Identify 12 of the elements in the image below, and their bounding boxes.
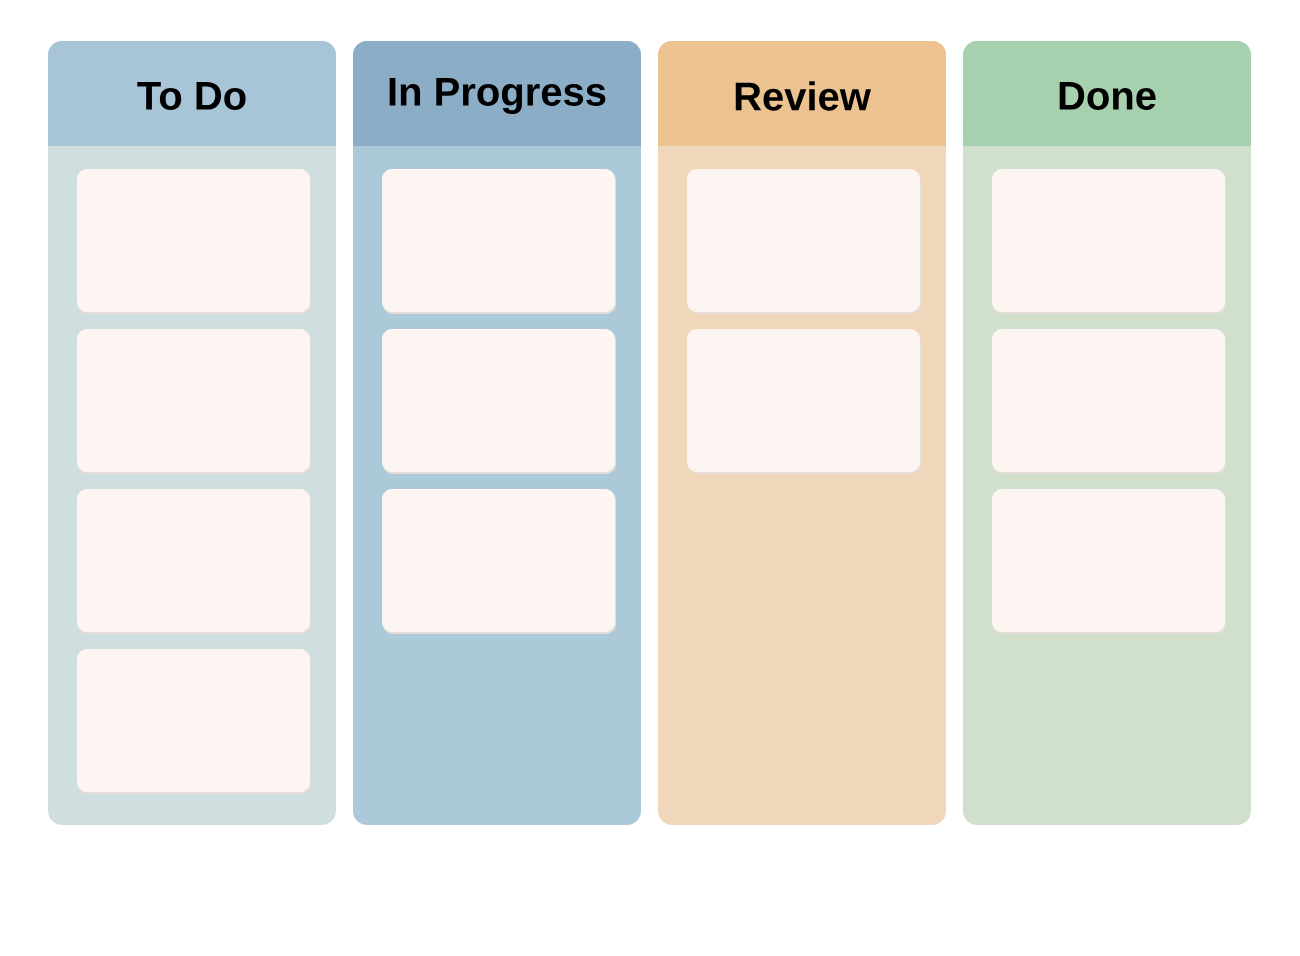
- card: [77, 489, 311, 634]
- card: [77, 329, 311, 474]
- card: [992, 169, 1226, 314]
- card: [77, 649, 311, 794]
- card: [687, 329, 921, 474]
- card: [382, 489, 616, 634]
- card: [382, 329, 616, 474]
- card: [77, 169, 311, 314]
- card: [687, 169, 921, 314]
- card: [382, 169, 616, 314]
- card: [992, 489, 1226, 634]
- card: [992, 329, 1226, 474]
